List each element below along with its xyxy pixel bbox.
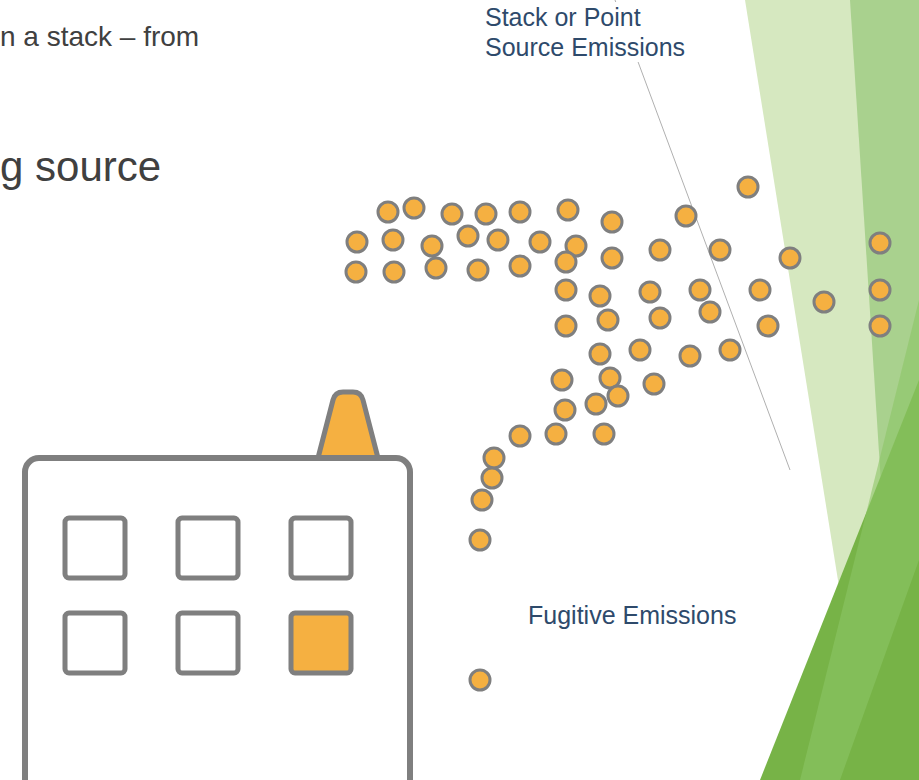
emission-dot — [384, 262, 404, 282]
emission-dot — [347, 232, 367, 252]
emission-dot — [476, 204, 496, 224]
emission-dot — [530, 232, 550, 252]
emission-label: Fugitive Emissions — [528, 600, 736, 630]
emission-dot — [870, 233, 890, 253]
emission-dot — [602, 212, 622, 232]
decor-line — [615, 0, 790, 470]
emission-dot — [378, 202, 398, 222]
emission-dot — [346, 262, 366, 282]
emission-dot — [470, 530, 490, 550]
light-green-band — [745, 0, 919, 780]
emission-dots — [346, 177, 890, 690]
emission-dot — [590, 344, 610, 364]
smoke-stack — [318, 392, 378, 458]
emission-dot — [510, 256, 530, 276]
emission-dot — [590, 286, 610, 306]
emission-dot — [758, 316, 778, 336]
emission-dot — [404, 198, 424, 218]
emission-dot — [488, 230, 508, 250]
emission-dot — [870, 316, 890, 336]
emission-dot — [644, 374, 664, 394]
emission-dot — [556, 252, 576, 272]
emission-dot — [680, 346, 700, 366]
emission-dot — [470, 670, 490, 690]
emission-dot — [552, 370, 572, 390]
emission-dot — [586, 394, 606, 414]
emission-dot — [546, 424, 566, 444]
emission-dot — [383, 230, 403, 250]
emission-dot — [484, 448, 504, 468]
emission-dot — [870, 280, 890, 300]
factory-building — [25, 458, 410, 780]
emission-dot — [700, 302, 720, 322]
emission-dot — [482, 468, 502, 488]
emission-dot — [780, 248, 800, 268]
emission-dot — [710, 240, 730, 260]
green-overlay — [800, 300, 919, 780]
emission-dot — [426, 258, 446, 278]
emission-dot — [458, 226, 478, 246]
emission-dot — [676, 206, 696, 226]
emission-dot — [630, 340, 650, 360]
emission-dot — [558, 200, 578, 220]
emission-dot — [472, 490, 492, 510]
slide-text-fragment: g source — [0, 142, 161, 192]
emission-dot — [690, 280, 710, 300]
emission-label: Stack or Point Source Emissions — [485, 2, 720, 62]
emission-dot — [650, 308, 670, 328]
factory-windows — [65, 518, 351, 673]
emission-dot — [650, 240, 670, 260]
emission-dot — [468, 260, 488, 280]
emission-dot — [608, 386, 628, 406]
emission-dot — [422, 236, 442, 256]
emission-dot — [602, 248, 622, 268]
emission-dot — [510, 426, 530, 446]
emission-dot — [750, 280, 770, 300]
emission-dot — [556, 280, 576, 300]
emission-dot — [720, 340, 740, 360]
emission-dot — [598, 310, 618, 330]
emission-dot — [442, 204, 462, 224]
emission-dot — [510, 202, 530, 222]
emission-dot — [594, 424, 614, 444]
emission-dot — [556, 316, 576, 336]
slide-text-fragment: n a stack – from — [0, 20, 199, 54]
emission-dot — [640, 282, 660, 302]
emission-dot — [555, 400, 575, 420]
emission-dot — [814, 292, 834, 312]
emission-dot — [738, 177, 758, 197]
